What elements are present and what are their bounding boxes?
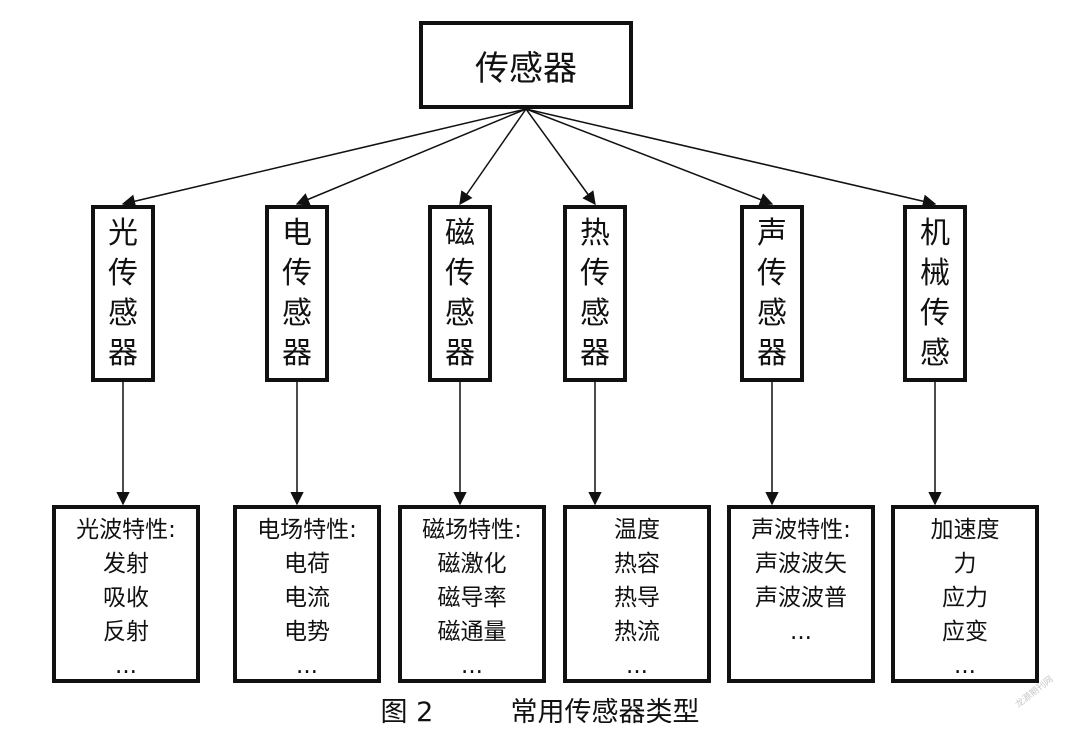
arrow-root-to-thermal <box>525 108 596 206</box>
category-node-char: 磁 <box>445 215 475 251</box>
detail-item: 声波波矢 <box>755 551 847 577</box>
arrow-root-to-magnetic <box>459 108 527 206</box>
category-node-char: 感 <box>282 295 312 331</box>
detail-item: 吸收 <box>103 585 149 611</box>
detail-item: 磁激化 <box>437 551 507 577</box>
detail-item: 光波特性: <box>76 517 176 543</box>
detail-item: 力 <box>953 551 977 577</box>
category-node-char: 传 <box>757 255 787 291</box>
detail-item: ... <box>954 653 976 679</box>
category-node-char: 器 <box>445 335 475 371</box>
category-node-char: 器 <box>580 335 610 371</box>
category-node-char: 传 <box>580 255 610 291</box>
category-node-char: 热 <box>580 215 610 251</box>
category-node-electric: 电传感器 <box>265 205 329 382</box>
figure-caption: 图 2 常用传感器类型 <box>0 690 1080 729</box>
detail-item: 应力 <box>942 585 988 611</box>
category-node-char: 声 <box>757 215 787 251</box>
arrow-root-to-acoustic <box>525 108 774 206</box>
category-node-char: 传 <box>108 255 138 291</box>
category-node-char: 感 <box>580 295 610 331</box>
detail-item: 电荷 <box>284 551 330 577</box>
figure-number: 图 2 <box>380 697 434 728</box>
category-node-char: 械 <box>920 255 950 291</box>
root-node-sensor: 传感器 <box>419 21 633 109</box>
detail-item: 磁场特性: <box>422 517 522 543</box>
category-node-light: 光传感器 <box>91 205 155 382</box>
detail-item: 应变 <box>942 619 988 645</box>
category-node-char: 传 <box>282 255 312 291</box>
detail-item: 磁导率 <box>437 585 507 611</box>
arrow-root-to-light <box>121 108 527 208</box>
detail-item: 发射 <box>103 551 149 577</box>
detail-item: 热容 <box>614 551 660 577</box>
category-node-thermal: 热传感器 <box>563 205 627 382</box>
figure-title: 常用传感器类型 <box>510 697 700 728</box>
detail-node-acoustic: 声波特性: 声波波矢声波波普... <box>727 505 875 683</box>
detail-item: 电场特性: <box>257 517 357 543</box>
detail-item: 温度 <box>614 517 660 543</box>
detail-item: 声波波普 <box>755 585 847 611</box>
detail-item: 热流 <box>614 619 660 645</box>
category-node-char: 传 <box>445 255 475 291</box>
detail-item: 热导 <box>614 585 660 611</box>
arrow-root-to-electric <box>295 108 527 206</box>
detail-item: 电势 <box>284 619 330 645</box>
detail-item: 磁通量 <box>437 619 507 645</box>
detail-node-thermal: 温度热容热导热流... <box>563 505 711 683</box>
detail-item: ... <box>626 653 648 679</box>
detail-item: ... <box>115 653 137 679</box>
category-node-char: 电 <box>282 215 312 251</box>
root-node-label: 传感器 <box>475 48 577 89</box>
detail-item: 反射 <box>103 619 149 645</box>
category-node-char: 机 <box>920 215 950 251</box>
detail-node-magnetic: 磁场特性: 磁激化磁导率磁通量... <box>398 505 546 683</box>
detail-item: 加速度 <box>930 517 1000 543</box>
category-node-char: 器 <box>757 335 787 371</box>
category-node-mechanical: 机械传感 <box>903 205 967 382</box>
category-node-char: 器 <box>282 335 312 371</box>
category-node-char: 感 <box>108 295 138 331</box>
category-node-char: 感 <box>445 295 475 331</box>
category-node-acoustic: 声传感器 <box>740 205 804 382</box>
detail-node-electric: 电场特性: 电荷电流电势... <box>233 505 381 683</box>
detail-item: ... <box>790 619 812 645</box>
detail-item: 电流 <box>284 585 330 611</box>
detail-item: 声波特性: <box>751 517 851 543</box>
category-node-char: 光 <box>108 215 138 251</box>
detail-node-light: 光波特性: 发射吸收反射... <box>52 505 200 683</box>
arrow-root-to-mechanical <box>525 108 937 208</box>
category-node-char: 感 <box>757 295 787 331</box>
category-node-char: 器 <box>108 335 138 371</box>
detail-node-mechanical: 加速度力应力应变... <box>891 505 1039 683</box>
detail-item: ... <box>296 653 318 679</box>
category-node-char: 感 <box>920 335 950 371</box>
detail-item: ... <box>461 653 483 679</box>
category-node-char: 传 <box>920 295 950 331</box>
category-node-magnetic: 磁传感器 <box>428 205 492 382</box>
